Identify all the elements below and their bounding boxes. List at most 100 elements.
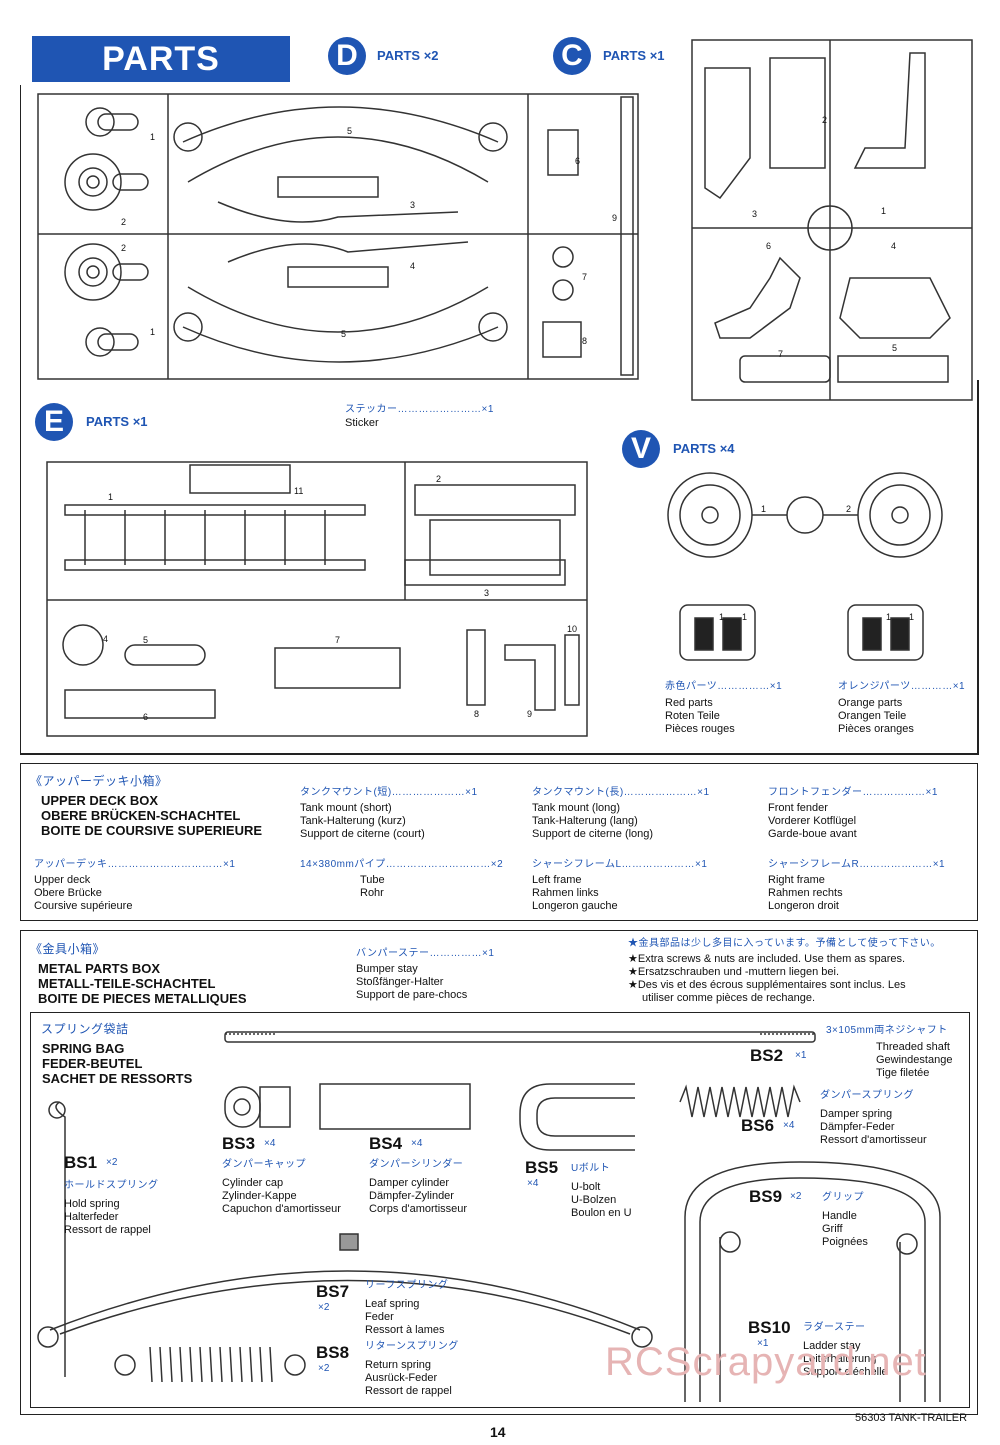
item-left-frame: シャーシフレームL…………………×1 Left frame Rahmen lin… [532,855,707,913]
bs4-line-de: Dämpfer-Zylinder [369,1190,454,1202]
bs1-caption: ホールドスプリング Hold spring Halterfeder Ressor… [64,1176,159,1237]
item-jp: タンクマウント(長)…………………×1 [532,787,710,798]
tree-v-num-2: 2 [846,504,852,514]
item-line-fr: Support de citerne (court) [300,828,425,840]
spares-note-jp: ★金具部品は少し多目に入っています。予備として使って下さい。 [628,938,941,949]
item-line-en: Upper deck [34,874,91,886]
tree-d-num-8: 5 [341,329,347,339]
bs8-caption: リターンスプリング Return spring Ausrück-Feder Re… [365,1337,459,1398]
metal-parts-box-jp: 《金具小箱》 [30,942,106,956]
tree-d-num-4: 1 [150,327,156,337]
item-line-de: Rahmen rechts [768,887,843,899]
bs9-line-en: Handle [822,1210,857,1222]
metal-parts-box-title: METAL PARTS BOX METALL-TEILE-SCHACHTEL B… [38,961,247,1006]
parts-tree-frame [20,85,680,755]
item-jp: バンパーステー……………×1 [356,948,495,959]
bs9-caption: グリップ Handle Griff Poignées [822,1188,868,1249]
bs6-qty: ×4 [783,1120,795,1131]
spring-bag-title: SPRING BAG FEDER-BEUTEL SACHET DE RESSOR… [42,1041,192,1086]
item-line-de: Rahmen links [532,887,599,899]
tree-d-label: PARTS ×2 [377,48,439,63]
item-right-frame: シャーシフレームR…………………×1 Right frame Rahmen re… [768,855,945,913]
tree-v-num-3: 1 [719,612,725,622]
item-line-en: Right frame [768,874,825,886]
item-line-de: Rohr [360,887,384,899]
tree-e-label: PARTS ×1 [86,414,148,429]
bs7-jp: リーフスプリング [365,1280,449,1291]
tree-e-num-10: 9 [527,709,533,719]
bs2-line-en: Threaded shaft [876,1041,950,1053]
bs10-line-en: Ladder stay [803,1340,861,1352]
bs10-caption: ラダーステー Ladder stay Leiterhalterung Suppo… [803,1318,888,1379]
bs6-code: BS6 [741,1116,775,1135]
tree-v-num-6: 1 [909,612,915,622]
bs1-code: BS1 [64,1153,98,1172]
bs10-line-fr: Support d'échelle [803,1366,888,1378]
tree-e-num-8: 7 [335,635,341,645]
upper-deck-box-title: UPPER DECK BOX OBERE BRÜCKEN-SCHACHTEL B… [41,793,262,838]
spares-note-fr-cont: utiliser comme pièces de rechange. [642,992,816,1004]
tree-v-num-5: 1 [886,612,892,622]
bs4-line-en: Damper cylinder [369,1177,450,1189]
bs6-caption: ダンパースプリング Damper spring Dämpfer-Feder Re… [820,1086,927,1147]
bs5-code: BS5 [525,1158,559,1177]
tree-c-num-3: 3 [752,209,758,219]
item-line-fr: Coursive supérieure [34,900,133,912]
metal-parts-box-title-fr: BOITE DE PIECES METALLIQUES [38,991,247,1006]
tree-c-num-2: 1 [881,206,887,216]
bs3-jp: ダンパーキャップ [222,1159,306,1170]
item-line-fr: Garde-boue avant [768,828,857,840]
tree-e-drawing [46,461,588,737]
tree-c-num-5: 4 [891,241,897,251]
bs3-code: BS3 [222,1134,256,1153]
bs9-line-fr: Poignées [822,1236,868,1248]
red-parts-jp: 赤色パーツ……………×1 [665,681,783,692]
spring-bag-title-en: SPRING BAG [42,1041,125,1056]
item-line-en: Tank mount (long) [532,802,621,814]
bs1-jp: ホールドスプリング [64,1180,159,1191]
tree-v-num-1: 1 [761,504,767,514]
bs7-caption: リーフスプリング Leaf spring Feder Ressort à lam… [365,1276,448,1337]
tree-v-drawing [667,472,943,661]
item-upper-deck: アッパーデッキ……………………………×1 Upper deck Obere Br… [34,855,235,913]
bs2-line-de: Gewindestange [876,1054,953,1066]
bs6-line-fr: Ressort d'amortisseur [820,1134,927,1146]
item-jp: タンクマウント(短)…………………×1 [300,787,478,798]
tree-e-num-6: 5 [143,635,149,645]
metal-parts-box-title-de: METALL-TEILE-SCHACHTEL [38,976,216,991]
spares-note-de: ★Ersatzschrauben und -muttern liegen bei… [628,966,840,978]
page-title: PARTS [102,40,220,78]
tree-d-num-9: 6 [575,156,581,166]
upper-deck-box-title-fr: BOITE DE COURSIVE SUPERIEURE [41,823,263,838]
bs3-caption: ダンパーキャップ Cylinder cap Zylinder-Kappe Cap… [222,1155,341,1216]
item-line-en: Front fender [768,802,828,814]
bs5-line-en: U-bolt [571,1181,601,1193]
item-bumper-stay: バンパーステー……………×1 Bumper stay Stoßfänger-Ha… [356,944,494,1002]
spring-bag-box [30,1012,970,1408]
item-front-fender: フロントフェンダー………………×1 Front fender Vorderer … [768,783,938,841]
bs7-line-de: Feder [365,1311,394,1323]
spares-note-fr: ★Des vis et des écrous supplémentaires s… [628,979,906,991]
bs1-qty: ×2 [106,1157,118,1168]
tree-e-num-9: 8 [474,709,480,719]
bs3-line-en: Cylinder cap [222,1177,284,1189]
watermark: RCScrapyard.net [605,1340,927,1384]
tree-c-num-7: 7 [778,349,784,359]
bs3-qty: ×4 [264,1138,276,1149]
item-line-de: Obere Brücke [34,887,102,899]
item-line-en: Tank mount (short) [300,802,392,814]
tree-d-badge: D [328,37,366,75]
bs10-qty: ×1 [757,1338,769,1349]
bs4-caption: ダンパーシリンダー Damper cylinder Dämpfer-Zylind… [369,1155,467,1216]
tree-e-num-11: 10 [567,624,578,634]
tree-d-num-2: 2 [121,217,127,227]
tree-d-num-3: 2 [121,243,127,253]
spring-bag-title-fr: SACHET DE RESSORTS [42,1071,193,1086]
bs4-line-fr: Corps d'amortisseur [369,1203,468,1215]
item-line-de: Vorderer Kotflügel [768,815,857,827]
bs7-code: BS7 [316,1282,350,1301]
red-parts-en: Red parts [665,697,713,709]
item-jp: 14×380mmパイプ…………………………×2 [300,859,504,870]
item-jp: フロントフェンダー………………×1 [768,787,938,798]
tree-c-num-4: 6 [766,241,772,251]
